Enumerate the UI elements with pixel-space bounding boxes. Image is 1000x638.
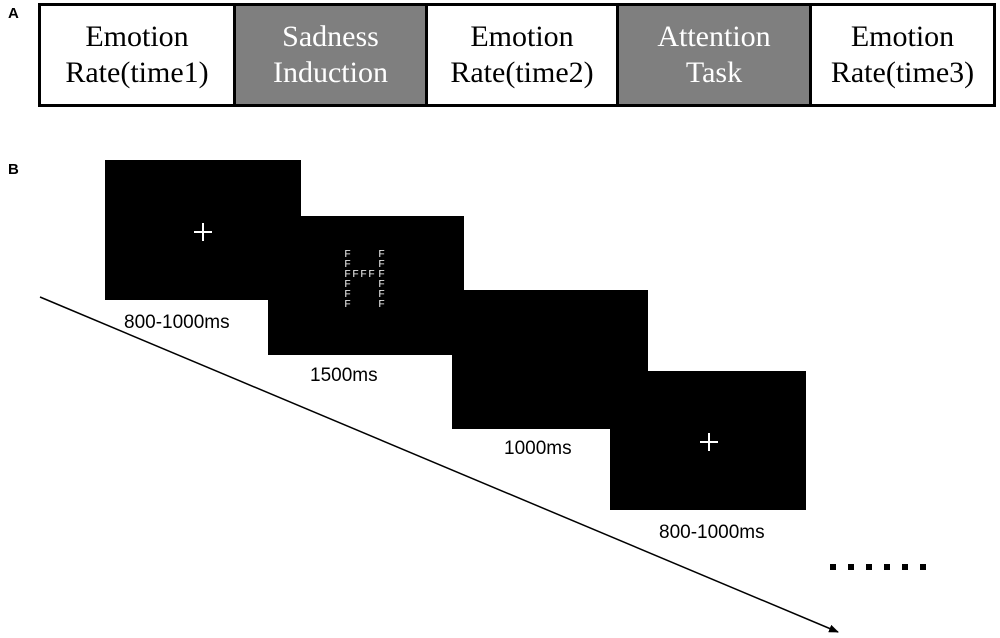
step-emotion-rate-time1: Emotion Rate(time1) bbox=[41, 6, 233, 104]
step-line: Attention bbox=[657, 20, 771, 53]
continuation-ellipsis bbox=[830, 564, 930, 574]
ellipsis-dot bbox=[920, 564, 926, 570]
navon-letter: F bbox=[368, 269, 375, 280]
step-emotion-rate-time3: Emotion Rate(time3) bbox=[809, 6, 993, 104]
step-emotion-rate-time2: Emotion Rate(time2) bbox=[425, 6, 616, 104]
step-line: Emotion bbox=[470, 20, 574, 53]
navon-letter: F bbox=[344, 279, 351, 290]
navon-letter: F bbox=[344, 299, 351, 310]
step-line: Rate(time3) bbox=[830, 56, 975, 89]
step-sadness-induction: Sadness Induction bbox=[233, 6, 425, 104]
step-line: Sadness bbox=[282, 20, 379, 53]
screen-fixation-2 bbox=[610, 371, 806, 510]
ellipsis-dot bbox=[902, 564, 908, 570]
navon-letter: F bbox=[378, 249, 385, 260]
duration-label-fixation-2: 800-1000ms bbox=[659, 522, 765, 543]
navon-letter: F bbox=[344, 289, 351, 300]
navon-letter: F bbox=[352, 269, 359, 280]
fixation-cross-icon bbox=[194, 223, 212, 241]
time-arrow-line bbox=[39, 296, 839, 633]
navon-letter: F bbox=[344, 249, 351, 260]
navon-letter: F bbox=[378, 269, 385, 280]
navon-letter: F bbox=[360, 269, 367, 280]
fixation-cross-icon bbox=[700, 433, 718, 451]
step-line: Rate(time1) bbox=[65, 56, 209, 89]
navon-letter: F bbox=[378, 299, 385, 310]
navon-letter: F bbox=[344, 259, 351, 270]
step-line: Induction bbox=[273, 56, 388, 89]
step-line: Emotion bbox=[85, 20, 189, 53]
step-line: Rate(time2) bbox=[450, 56, 594, 89]
navon-letter: F bbox=[378, 259, 385, 270]
step-attention-task: Attention Task bbox=[616, 6, 809, 104]
duration-label-navon: 1500ms bbox=[310, 365, 378, 386]
step-line: Task bbox=[685, 56, 743, 89]
duration-label-fixation-1: 800-1000ms bbox=[124, 312, 230, 333]
navon-letter: F bbox=[378, 289, 385, 300]
step-line: Emotion bbox=[850, 20, 955, 53]
ellipsis-dot bbox=[830, 564, 836, 570]
duration-label-blank: 1000ms bbox=[504, 438, 572, 459]
navon-letter: F bbox=[378, 279, 385, 290]
procedure-flow: Emotion Rate(time1) Sadness Induction Em… bbox=[38, 3, 996, 107]
panel-b-label: B bbox=[8, 161, 19, 178]
ellipsis-dot bbox=[848, 564, 854, 570]
ellipsis-dot bbox=[884, 564, 890, 570]
navon-letter: F bbox=[344, 269, 351, 280]
ellipsis-dot bbox=[866, 564, 872, 570]
panel-a-label: A bbox=[8, 5, 19, 22]
